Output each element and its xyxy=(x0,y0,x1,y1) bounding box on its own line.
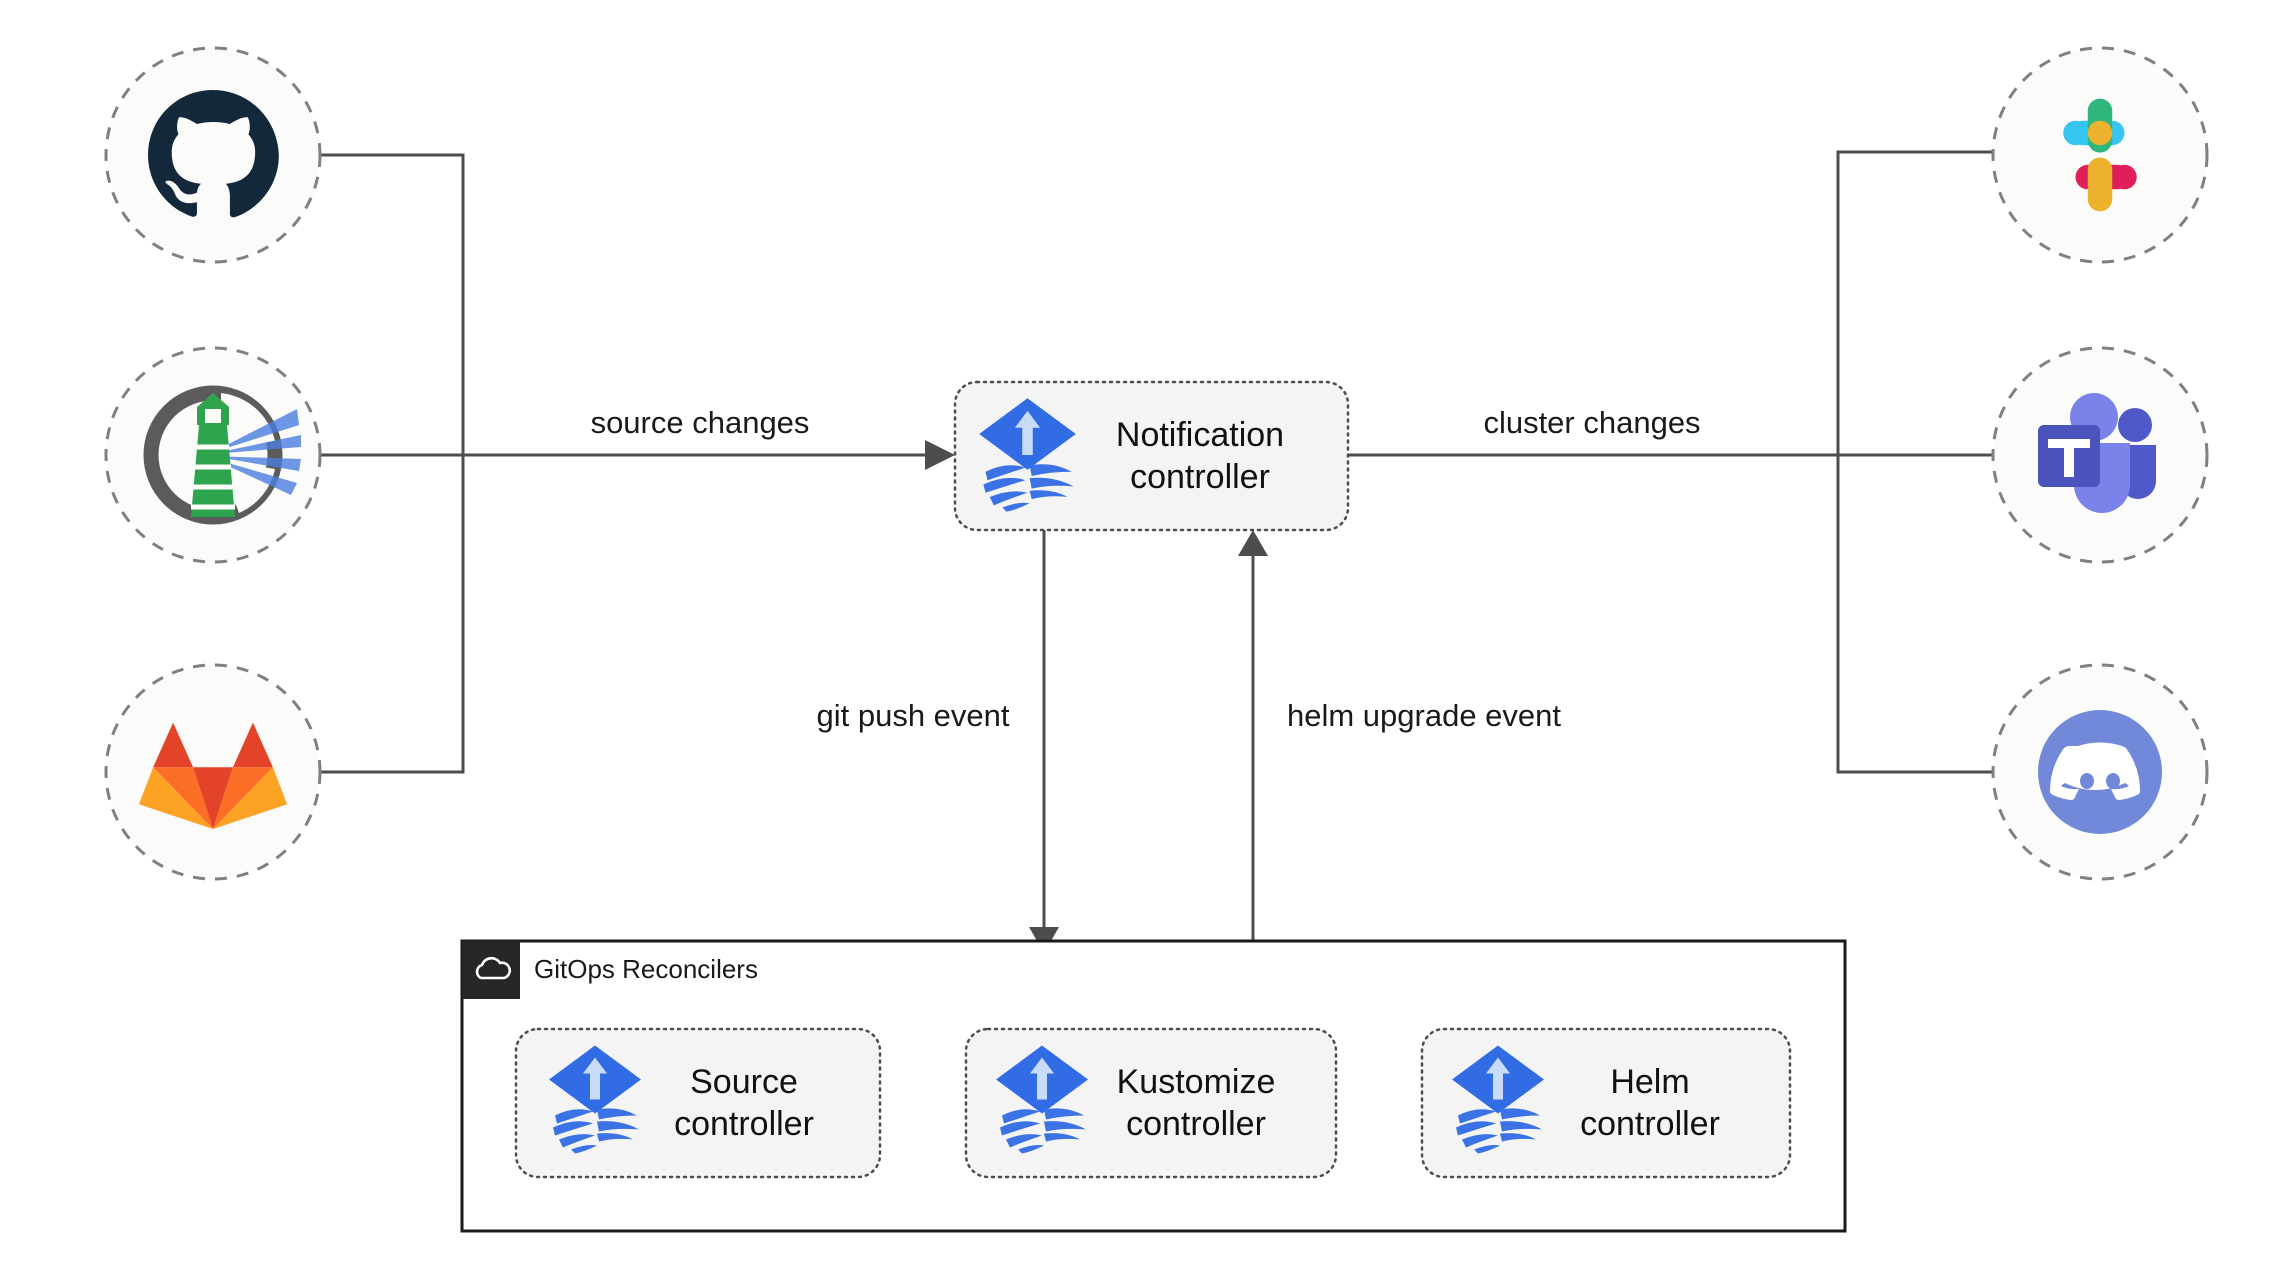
github-icon xyxy=(148,90,279,218)
source-node-gitlab[interactable] xyxy=(104,663,322,881)
container-badge xyxy=(462,941,520,999)
reconciler-node-kustomize-controller[interactable]: Kustomize controller xyxy=(964,1027,1338,1179)
notification-controller-label-line1: Notification xyxy=(1116,416,1284,454)
container-title: GitOps Reconcilers xyxy=(534,954,758,984)
notification-controller-label-line2: controller xyxy=(1130,458,1270,496)
source-node-github[interactable] xyxy=(104,46,322,264)
kustomize-controller-label-line2: controller xyxy=(1126,1105,1266,1143)
helm-icon xyxy=(143,385,301,525)
destination-node-discord[interactable] xyxy=(1991,663,2209,881)
destination-node-teams[interactable] xyxy=(1991,346,2209,564)
edge-label-cluster-changes: cluster changes xyxy=(1483,405,1700,440)
reconciler-node-source-controller[interactable]: Source controller xyxy=(514,1027,882,1179)
edge-label-helm-upgrade-event: helm upgrade event xyxy=(1287,698,1561,733)
slack-icon xyxy=(2063,98,2137,212)
source-controller-label-line2: controller xyxy=(674,1105,814,1143)
discord-icon xyxy=(2038,710,2162,834)
kustomize-controller-label-line1: Kustomize xyxy=(1117,1063,1276,1101)
source-node-helm[interactable] xyxy=(104,346,322,564)
edge-helm-upgrade-event: helm upgrade event xyxy=(1238,530,1561,955)
edge-git-push-event: git push event xyxy=(816,528,1059,953)
microsoft-teams-icon xyxy=(2038,393,2156,513)
destination-node-slack[interactable] xyxy=(1991,46,2209,264)
helm-controller-label-line2: controller xyxy=(1580,1105,1720,1143)
cloud-icon xyxy=(475,956,512,980)
edge-label-source-changes: source changes xyxy=(591,405,810,440)
edge-label-git-push-event: git push event xyxy=(816,698,1009,733)
notification-controller-node[interactable]: Notification controller xyxy=(953,380,1350,532)
helm-controller-label-line1: Helm xyxy=(1610,1063,1689,1101)
source-controller-label-line1: Source xyxy=(690,1063,798,1101)
gitlab-icon xyxy=(138,722,288,829)
reconciler-node-helm-controller[interactable]: Helm controller xyxy=(1420,1027,1792,1179)
